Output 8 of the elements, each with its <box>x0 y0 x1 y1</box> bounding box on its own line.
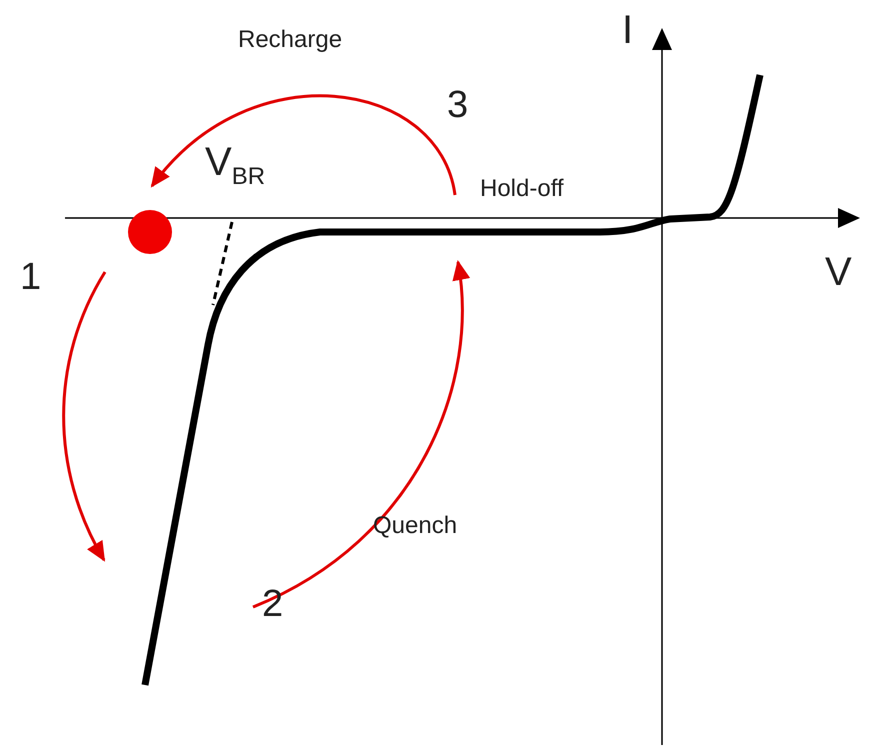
phase-label: Quench <box>373 514 458 538</box>
axis-label: I <box>622 10 634 50</box>
axis-label: V <box>825 252 852 292</box>
phase-label: Hold-off <box>480 177 564 201</box>
step-number: 1 <box>20 258 42 296</box>
voltage-label: V$_{BR}$ <box>205 142 266 189</box>
phase-label: Recharge <box>238 28 342 52</box>
step-number: 3 <box>447 86 468 124</box>
